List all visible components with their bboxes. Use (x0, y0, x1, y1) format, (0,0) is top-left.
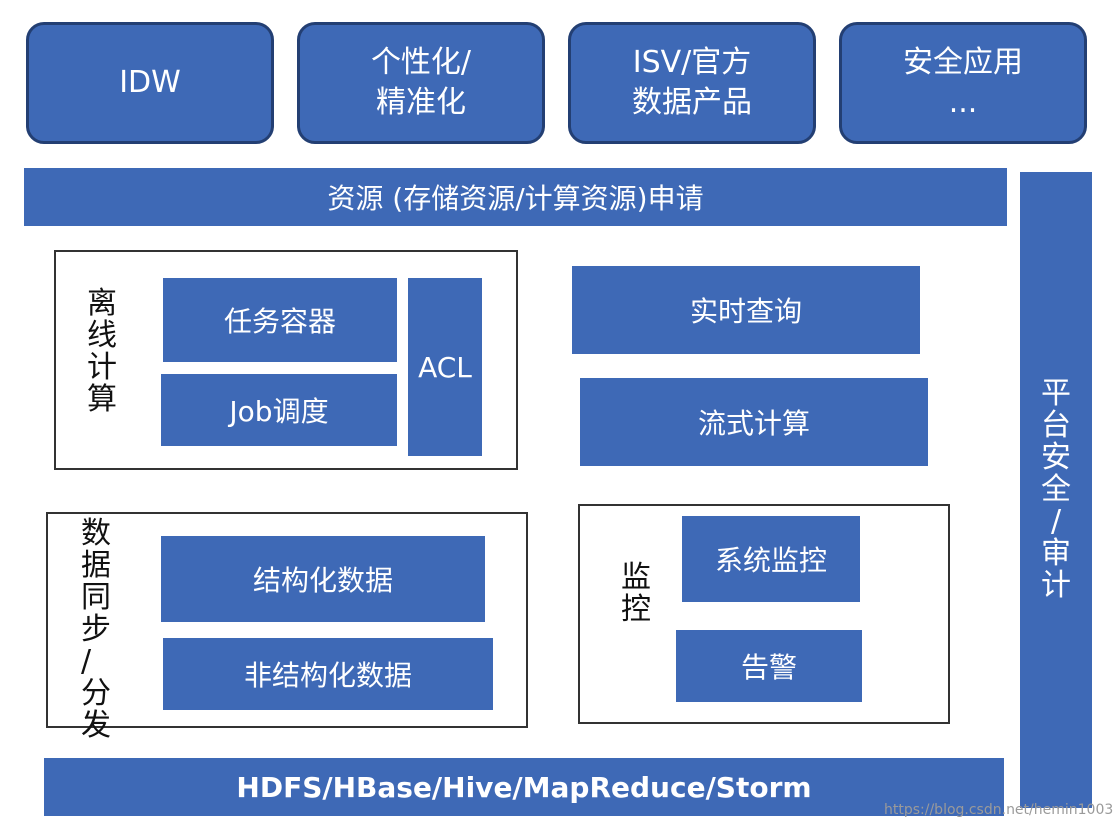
vertical-char: 步 (81, 612, 111, 647)
vertical-char: 计 (87, 350, 117, 385)
offline-compute-label: 离线计算 (84, 288, 120, 416)
offline-compute-frame: 离线计算 任务容器 Job调度 ACL (54, 250, 518, 470)
monitoring-frame: 监控 系统监控 告警 (578, 504, 950, 724)
platform-security-bar: 平台安全/审计 (1020, 172, 1092, 808)
vertical-char: 平 (1041, 376, 1071, 411)
vertical-char: 离 (87, 286, 117, 321)
app-box-idw: IDW (26, 22, 274, 144)
vertical-char: 安 (1041, 440, 1071, 475)
unstructured-data-module: 非结构化数据 (163, 638, 493, 710)
acl-module: ACL (408, 278, 482, 456)
module-label: 系统监控 (714, 544, 827, 577)
vertical-char: / (1050, 504, 1062, 539)
module-label: 结构化数据 (252, 564, 393, 597)
watermark-url: https://blog.csdn.net/hemin1003 (884, 802, 1114, 818)
vertical-char: 线 (87, 318, 117, 353)
resource-request-label: 资源 (存储资源/计算资源)申请 (327, 182, 704, 215)
app-box-label: IDW (119, 65, 181, 100)
vertical-char: 全 (1041, 472, 1071, 507)
app-box-label: 安全应用 (903, 45, 1023, 80)
module-label: ACL (418, 350, 472, 384)
vertical-char: 同 (81, 580, 111, 615)
vertical-char: 计 (1041, 568, 1071, 603)
platform-security-text: 平台安全/审计 (1041, 378, 1071, 602)
module-label: 非结构化数据 (243, 659, 412, 692)
vertical-char: 数 (81, 516, 111, 551)
system-monitoring-module: 系统监控 (682, 516, 860, 602)
app-box-label: ISV/官方 (632, 45, 752, 80)
module-label: Job调度 (229, 395, 329, 428)
vertical-char: 审 (1041, 536, 1071, 571)
module-label: 流式计算 (697, 407, 810, 440)
vertical-char: 算 (87, 382, 117, 417)
data-sync-frame: 数据同步/分发 结构化数据 非结构化数据 (46, 512, 528, 742)
stream-compute-module: 流式计算 (580, 378, 928, 466)
app-box-label: 数据产品 (632, 85, 752, 120)
module-label: 告警 (740, 651, 797, 684)
alarm-module: 告警 (676, 630, 862, 702)
app-box-security: 安全应用 ... (839, 22, 1087, 144)
monitoring-label: 监控 (618, 562, 654, 626)
data-sync-label: 数据同步/分发 (78, 518, 114, 742)
monitoring-text: 监控 (621, 562, 651, 626)
storage-engine-label: HDFS/HBase/Hive/MapReduce/Storm (236, 770, 812, 804)
task-container-module: 任务容器 (163, 278, 397, 362)
realtime-query-module: 实时查询 (572, 266, 920, 354)
structured-data-module: 结构化数据 (161, 536, 485, 622)
app-box-isv: ISV/官方 数据产品 (568, 22, 816, 144)
vertical-char: 发 (81, 708, 111, 743)
resource-request-bar: 资源 (存储资源/计算资源)申请 (24, 168, 1007, 226)
vertical-char: 台 (1041, 408, 1071, 443)
vertical-char: 据 (81, 548, 111, 583)
data-sync-text: 数据同步/分发 (81, 518, 111, 742)
app-box-label: 精准化 (376, 85, 466, 120)
vertical-char: / (81, 644, 92, 679)
module-label: 实时查询 (689, 295, 802, 328)
app-box-label: ... (948, 85, 978, 120)
storage-engine-bar: HDFS/HBase/Hive/MapReduce/Storm (44, 758, 1004, 816)
vertical-char: 控 (621, 592, 651, 627)
watermark-text: https://blog.csdn.net/hemin1003 (884, 802, 1114, 822)
vertical-char: 分 (81, 676, 111, 711)
app-box-label: 个性化/ (370, 45, 472, 80)
offline-compute-text: 离线计算 (87, 288, 117, 416)
platform-security-label: 平台安全/审计 (1041, 378, 1071, 602)
job-scheduling-module: Job调度 (161, 374, 397, 446)
vertical-char: 监 (621, 560, 651, 595)
app-box-personalization: 个性化/ 精准化 (297, 22, 545, 144)
module-label: 任务容器 (223, 305, 336, 338)
